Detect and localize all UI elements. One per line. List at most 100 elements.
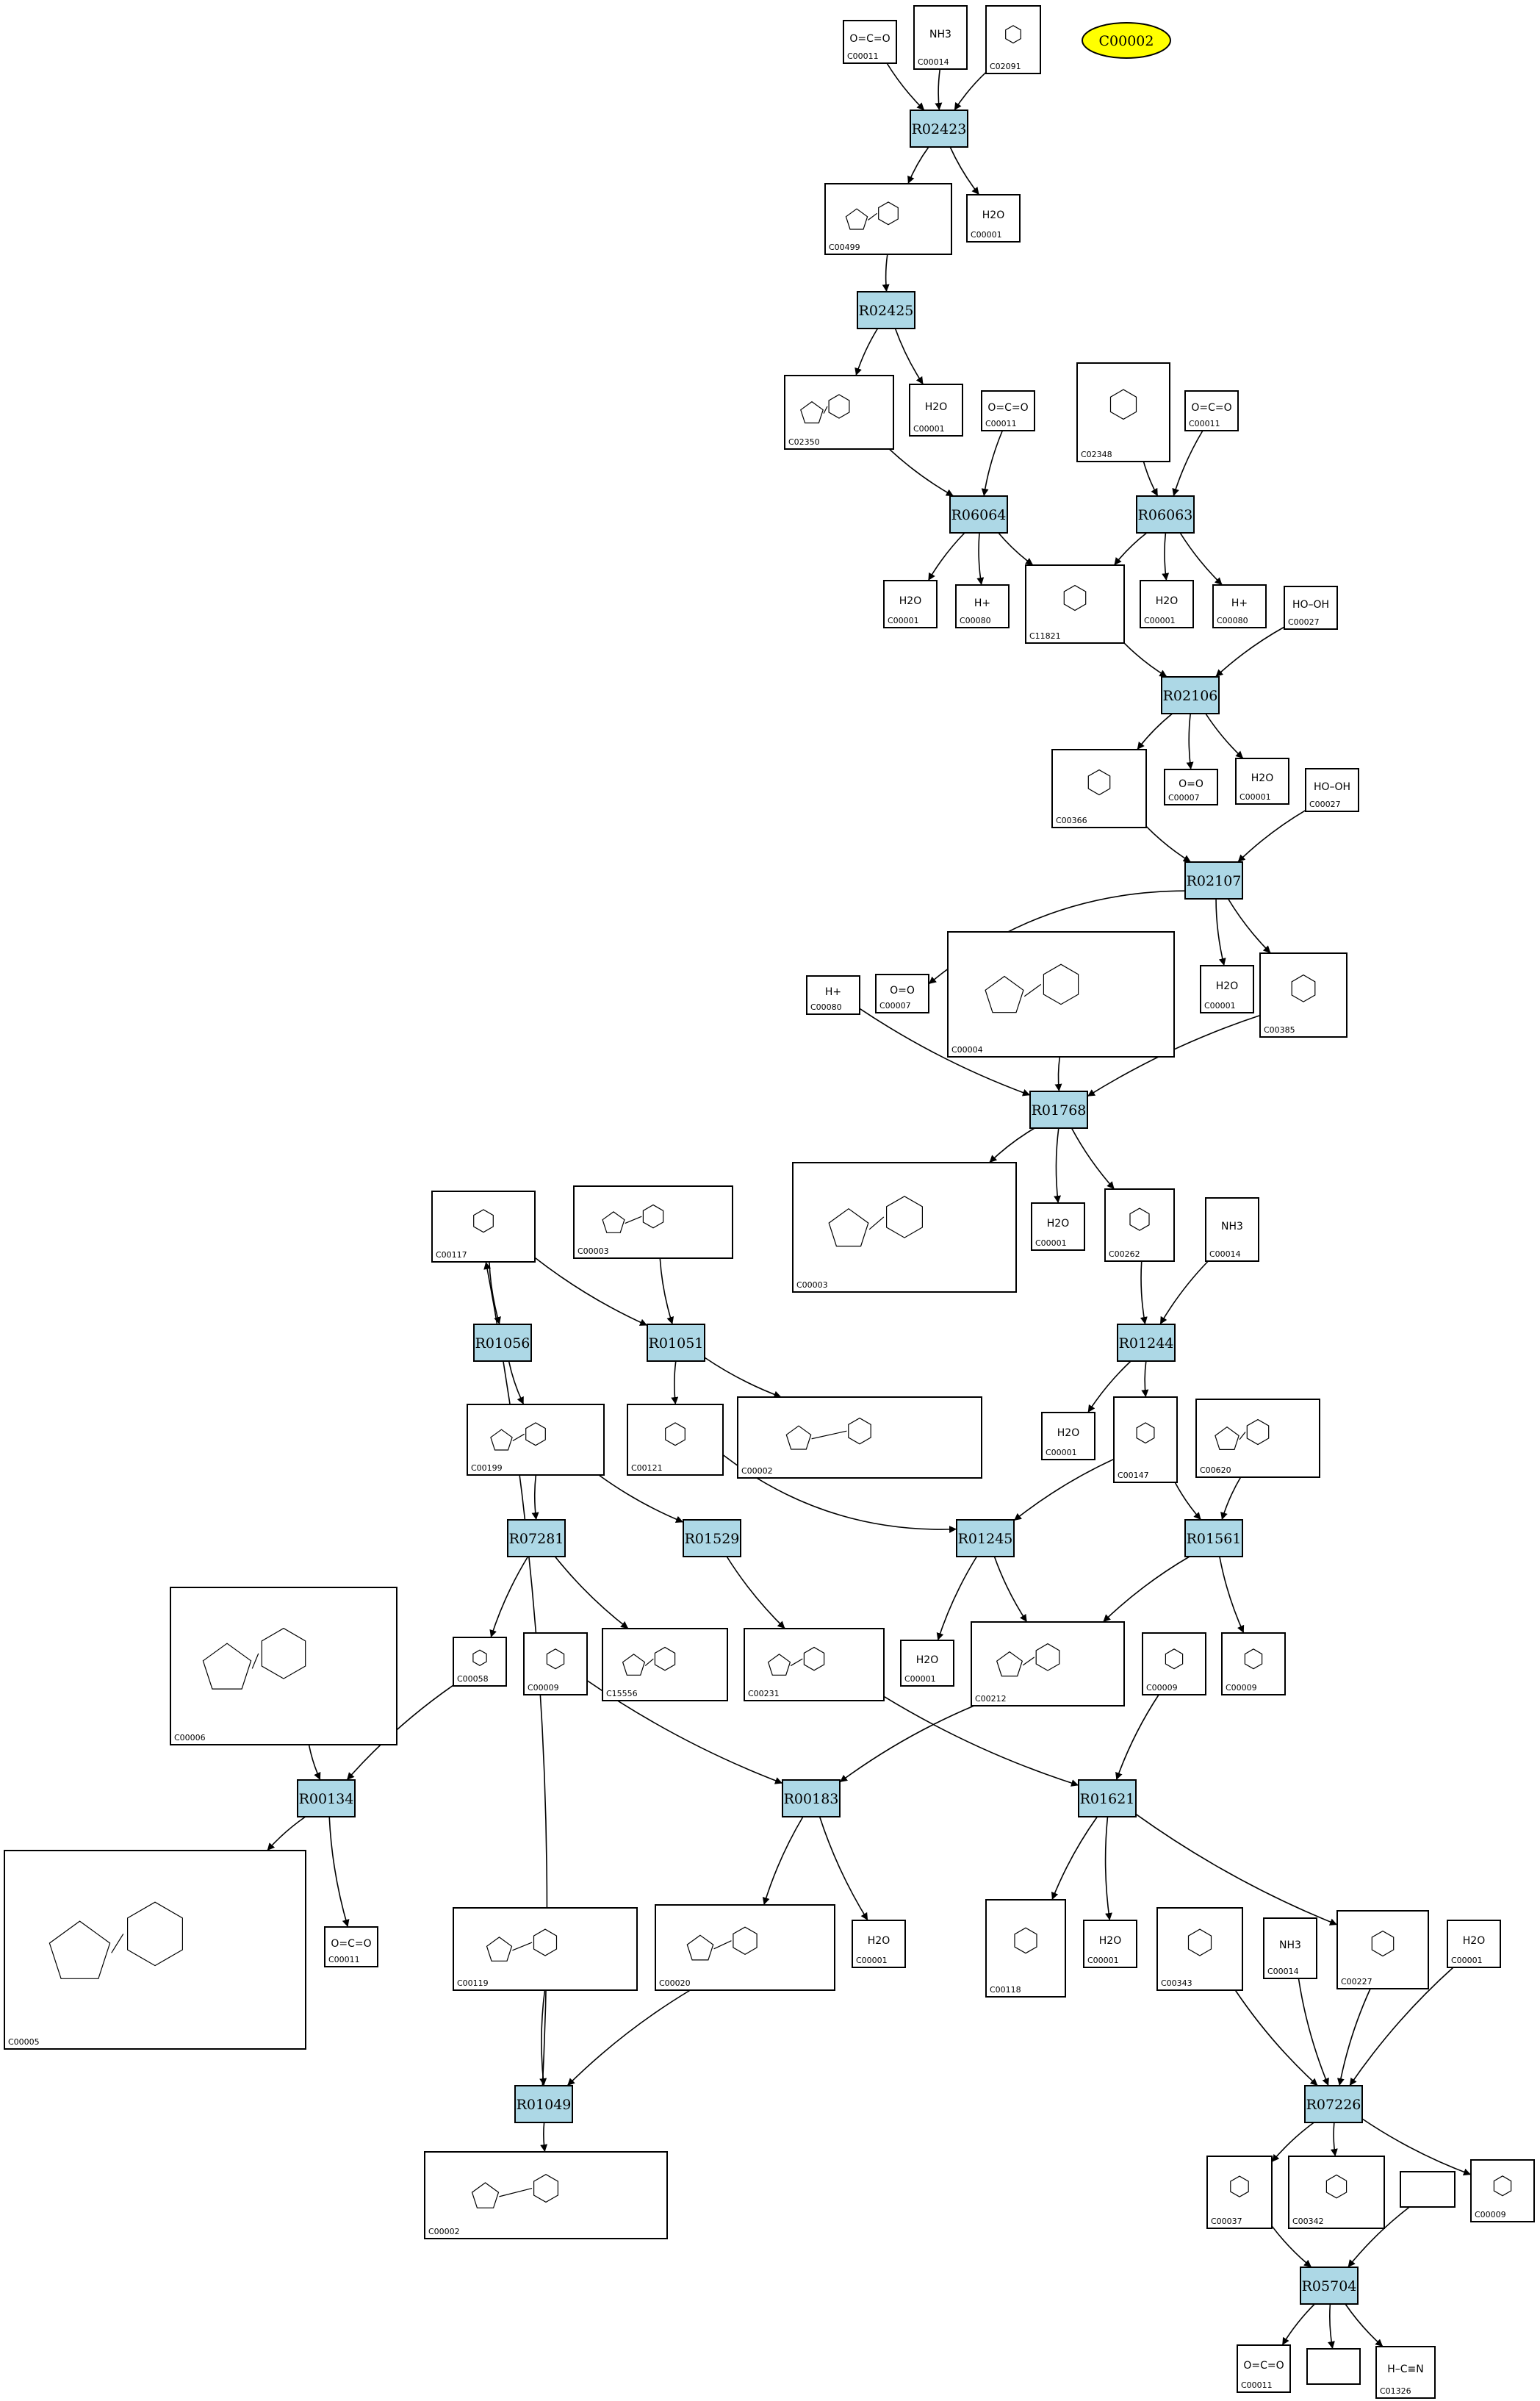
compound-node[interactable]: C00118 [985, 1899, 1066, 1998]
compound-node[interactable]: C00009 [1221, 1632, 1286, 1695]
compound-node[interactable]: C11821 [1025, 564, 1125, 644]
compound-node[interactable]: C00009 [523, 1632, 588, 1695]
reaction-node-r00183[interactable]: R00183 [782, 1779, 841, 1817]
reaction-node-r01561[interactable]: R01561 [1184, 1519, 1243, 1557]
compound-node[interactable] [1306, 2348, 1361, 2385]
reaction-node-r01245[interactable]: R01245 [956, 1519, 1015, 1557]
pathway-edge [1271, 2122, 1314, 2163]
structure-ring [472, 1649, 487, 1666]
compound-node[interactable]: C00020 [655, 1904, 835, 1991]
pathway-edge [1135, 1813, 1338, 1926]
structure-ring [785, 1425, 812, 1450]
reaction-node-r02425[interactable]: R02425 [857, 291, 915, 329]
reaction-node-r05704[interactable]: R05704 [1300, 2267, 1359, 2305]
compound-node[interactable]: C00005 [4, 1850, 306, 2050]
highlight-node[interactable]: C00002 [1082, 22, 1171, 59]
compound-node[interactable]: C00199 [467, 1404, 605, 1476]
reaction-node-r06063[interactable]: R06063 [1136, 495, 1195, 534]
compound-node[interactable]: C00004 [947, 931, 1175, 1058]
compound-node[interactable]: C02350 [784, 375, 894, 450]
compound-node[interactable]: C00499 [824, 183, 952, 255]
reaction-node-r01056[interactable]: R01056 [473, 1324, 532, 1362]
compound-node[interactable] [1400, 2171, 1456, 2208]
reaction-node-r01244[interactable]: R01244 [1117, 1324, 1176, 1362]
compound-node[interactable]: C00231 [744, 1628, 885, 1701]
reaction-node-r01768[interactable]: R01768 [1029, 1091, 1088, 1129]
reaction-node-r02423[interactable]: R02423 [910, 110, 968, 148]
compound-node[interactable]: C00385 [1259, 952, 1348, 1038]
compound-node[interactable]: H+C00080 [806, 975, 860, 1015]
compound-node[interactable]: C00002 [737, 1396, 982, 1479]
reaction-node-r02106[interactable]: R02106 [1161, 676, 1220, 714]
compound-node[interactable]: C02348 [1076, 362, 1170, 462]
compound-node[interactable]: C00121 [627, 1404, 724, 1476]
compound-node[interactable]: C00262 [1104, 1188, 1175, 1262]
compound-node[interactable]: C00212 [971, 1621, 1125, 1706]
reaction-box [297, 1779, 356, 1817]
reaction-node-r02107[interactable]: R02107 [1184, 861, 1243, 900]
compound-node[interactable]: H+C00080 [955, 584, 1010, 628]
reaction-node-r07281[interactable]: R07281 [507, 1519, 566, 1557]
compound-node[interactable]: C00343 [1156, 1907, 1243, 1991]
compound-node[interactable]: C00002 [424, 2151, 668, 2239]
reaction-node-r01529[interactable]: R01529 [683, 1519, 741, 1557]
compound-node[interactable]: C00147 [1113, 1396, 1178, 1483]
reaction-node-r01049[interactable]: R01049 [514, 2085, 573, 2123]
compound-node[interactable]: C00003 [792, 1162, 1017, 1293]
compound-node[interactable]: C00003 [573, 1185, 733, 1259]
pathway-edge [1330, 2122, 1338, 2157]
pathway-edge [1102, 1556, 1190, 1623]
compound-node[interactable]: C00058 [453, 1637, 507, 1687]
compound-node[interactable]: C00037 [1206, 2156, 1273, 2229]
compound-formula: NH3 [929, 29, 951, 40]
compound-node[interactable]: C00227 [1336, 1910, 1429, 1989]
compound-node[interactable]: C00366 [1051, 749, 1147, 828]
pathway-edge [888, 448, 954, 497]
reaction-node-r06064[interactable]: R06064 [949, 495, 1008, 534]
compound-node[interactable]: C00620 [1195, 1399, 1320, 1478]
compound-node[interactable]: C00342 [1288, 2156, 1385, 2229]
compound-box [627, 1404, 724, 1476]
compound-node[interactable]: C00009 [1470, 2159, 1535, 2222]
reaction-box [956, 1519, 1015, 1557]
compound-node[interactable]: C00117 [431, 1191, 536, 1263]
compound-node[interactable]: C00006 [170, 1587, 397, 1745]
compound-node[interactable]: H+C00080 [1212, 584, 1267, 628]
compound-node[interactable]: C00009 [1142, 1632, 1206, 1695]
compound-node[interactable]: C15556 [602, 1628, 728, 1701]
reaction-node-r07226[interactable]: R07226 [1304, 2085, 1363, 2123]
compound-formula: O=C=O [331, 1938, 371, 1950]
compound-node[interactable]: C02091 [985, 5, 1041, 74]
compound-node[interactable]: C00119 [453, 1907, 638, 1991]
reaction-node-r00134[interactable]: R00134 [297, 1779, 356, 1817]
structure-ring [885, 1196, 924, 1238]
reaction-node-r01621[interactable]: R01621 [1078, 1779, 1137, 1817]
reaction-node-r01051[interactable]: R01051 [647, 1324, 705, 1362]
structure-ring [473, 1209, 494, 1233]
